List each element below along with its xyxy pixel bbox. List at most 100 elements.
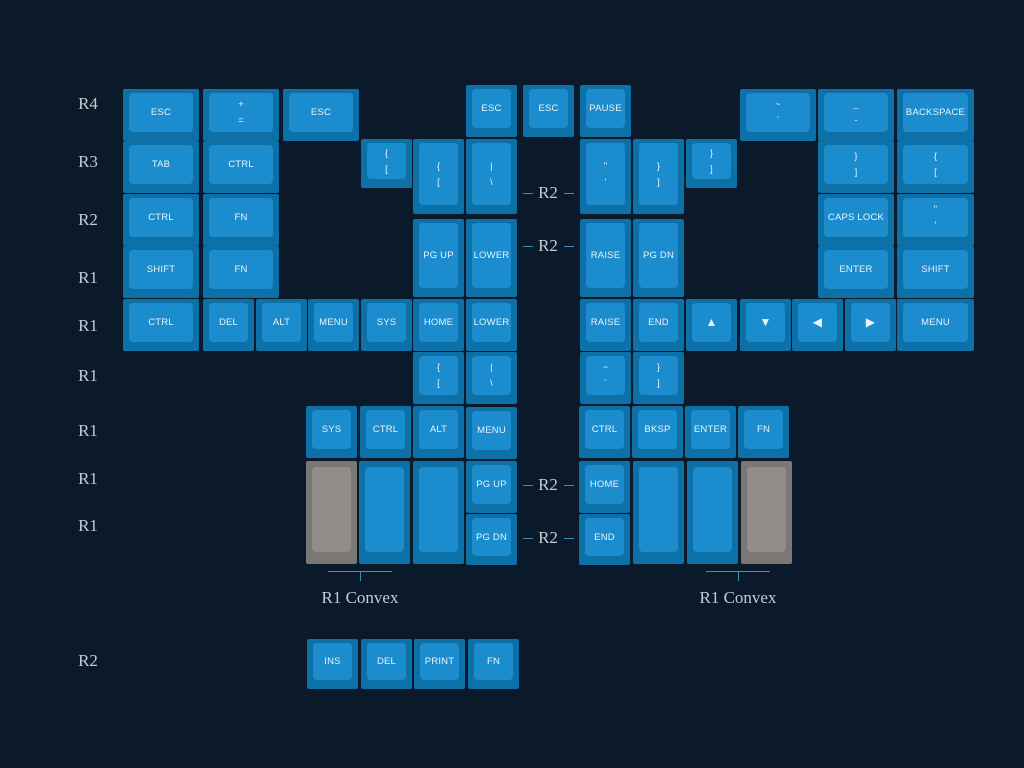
key-r3-tab[interactable]: TAB	[123, 141, 199, 193]
key-r1b-alt[interactable]: ALT	[256, 299, 307, 351]
key-r3-quote[interactable]: "'	[580, 139, 631, 214]
key-r4-esc-2[interactable]: ESC	[283, 89, 359, 141]
key-r1a-shift-l[interactable]: SHIFT	[123, 246, 199, 298]
key-r4-tilde[interactable]: ~`	[740, 89, 816, 141]
key-r3-lbrace-2[interactable]: {[	[413, 139, 464, 214]
key-r2-ctrl[interactable]: CTRL	[123, 194, 199, 246]
key-r1a-enter[interactable]: ENTER	[818, 246, 894, 298]
key-r1b-sys[interactable]: SYS	[361, 299, 412, 351]
key-r1b-left[interactable]: ◀	[792, 299, 843, 351]
key-r2-fn[interactable]: FN	[203, 194, 279, 246]
key-r1b-raise[interactable]: RAISE	[580, 299, 631, 351]
keycap-legend: DEL	[209, 303, 248, 342]
key-t1-enter[interactable]: ENTER	[685, 406, 736, 458]
key-t2-blank-1[interactable]	[359, 461, 410, 564]
key-t2-grey-l[interactable]	[306, 461, 357, 564]
key-t2-pgup[interactable]: PG UP	[466, 461, 517, 513]
key-t2-blank-3[interactable]	[633, 461, 684, 564]
key-t1-ctrl[interactable]: CTRL	[360, 406, 411, 458]
key-r3-pipe[interactable]: |\	[466, 139, 517, 214]
key-x-fn[interactable]: FN	[468, 639, 519, 689]
key-x-del[interactable]: DEL	[361, 639, 412, 689]
key-r2-quote[interactable]: "'	[897, 194, 974, 246]
keycap-legend: CTRL	[585, 410, 624, 449]
key-r1a-pgdn[interactable]: PG DN	[633, 219, 684, 297]
key-r1c-pipe[interactable]: |\	[466, 352, 517, 404]
key-r1a-raise[interactable]: RAISE	[580, 219, 631, 297]
key-r3-rbrace-3[interactable]: }]	[818, 141, 894, 193]
key-r3-rbrace-2[interactable]: }]	[686, 139, 737, 188]
key-t2-blank-2[interactable]	[413, 461, 464, 564]
key-r1b-menu-l[interactable]: MENU	[308, 299, 359, 351]
key-r1b-right[interactable]: ▶	[845, 299, 896, 351]
key-legend-primary: END	[648, 317, 669, 328]
key-r1c-lbrace[interactable]: {[	[413, 352, 464, 404]
key-legend-primary: {	[933, 151, 938, 162]
keycap-legend: +=	[209, 93, 273, 132]
key-r1b-end[interactable]: END	[633, 299, 684, 351]
key-r1b-ctrl[interactable]: CTRL	[123, 299, 199, 351]
key-legend-primary: ESC	[538, 103, 559, 114]
keycap-legend: BACKSPACE	[903, 93, 968, 132]
connector-line	[564, 193, 574, 194]
arrow-icon: ◀	[812, 315, 823, 329]
keycap-legend	[312, 467, 351, 552]
key-r4-plus[interactable]: +=	[203, 89, 279, 141]
key-legend-primary: INS	[324, 656, 341, 667]
arrow-icon: ▲	[705, 315, 718, 329]
key-r1b-up[interactable]: ▲	[686, 299, 737, 351]
key-r4-minus[interactable]: _-	[818, 89, 894, 141]
key-t1-sys[interactable]: SYS	[306, 406, 357, 458]
key-r4-esc-4[interactable]: ESC	[523, 85, 574, 137]
key-r1a-pgup[interactable]: PG UP	[413, 219, 464, 297]
key-r1c-rbrace[interactable]: }]	[633, 352, 684, 404]
key-t2-grey-r[interactable]	[741, 461, 792, 564]
key-r1a-fn[interactable]: FN	[203, 246, 279, 298]
key-r3-lbrace-3[interactable]: {[	[897, 141, 974, 193]
key-r1b-menu-r[interactable]: MENU	[897, 299, 974, 351]
row-profile-label: R1	[78, 469, 98, 488]
connector-line	[523, 485, 533, 486]
row-profile-label: R3	[78, 152, 98, 171]
keycap-legend: ▼	[746, 303, 785, 342]
key-t3-end[interactable]: END	[579, 514, 630, 565]
key-t1-alt[interactable]: ALT	[413, 406, 464, 458]
key-r4-esc-3[interactable]: ESC	[466, 85, 517, 137]
key-r1c-tilde[interactable]: ~`	[580, 352, 631, 404]
key-r4-backspace[interactable]: BACKSPACE	[897, 89, 974, 141]
key-legend-primary: CTRL	[372, 424, 399, 435]
keycap-legend: SYS	[312, 410, 351, 449]
key-legend-primary: TAB	[151, 159, 171, 170]
key-r1b-home[interactable]: HOME	[413, 299, 464, 351]
key-t2-home[interactable]: HOME	[579, 461, 630, 513]
keycap-legend: MENU	[472, 411, 511, 450]
key-r1a-lower[interactable]: LOWER	[466, 219, 517, 297]
key-legend-primary: CTRL	[148, 212, 174, 223]
key-t1-bksp[interactable]: BKSP	[632, 406, 683, 458]
key-x-print[interactable]: PRINT	[414, 639, 465, 689]
key-r4-esc-1[interactable]: ESC	[123, 89, 199, 141]
keycap-legend: ENTER	[691, 410, 730, 449]
key-r1b-del[interactable]: DEL	[203, 299, 254, 351]
keycap-legend: ALT	[419, 410, 458, 449]
key-t1-ctrl-r[interactable]: CTRL	[579, 406, 630, 458]
key-t1-fn[interactable]: FN	[738, 406, 789, 458]
keycap-legend: PG DN	[472, 518, 511, 556]
key-legend-secondary: -	[854, 115, 858, 126]
key-r3-ctrl[interactable]: CTRL	[203, 141, 279, 193]
key-legend-primary: PRINT	[424, 656, 455, 667]
keycap-legend: PG UP	[419, 223, 458, 288]
key-r1b-lower[interactable]: LOWER	[466, 299, 517, 351]
key-r4-pause[interactable]: PAUSE	[580, 85, 631, 137]
key-t3-pgdn[interactable]: PG DN	[466, 514, 517, 565]
key-t1-menu[interactable]: MENU	[466, 407, 517, 459]
key-x-ins[interactable]: INS	[307, 639, 358, 689]
key-r3-lbrace-1[interactable]: {[	[361, 139, 412, 188]
mid-profile-label: R2	[538, 475, 558, 494]
key-r3-rbrace-1[interactable]: }]	[633, 139, 684, 214]
key-r2-caps[interactable]: CAPS LOCK	[818, 194, 894, 246]
key-r1b-down[interactable]: ▼	[740, 299, 791, 351]
key-r1a-shift-r[interactable]: SHIFT	[897, 246, 974, 298]
key-legend-secondary: ]	[854, 167, 858, 178]
key-t2-blank-4[interactable]	[687, 461, 738, 564]
